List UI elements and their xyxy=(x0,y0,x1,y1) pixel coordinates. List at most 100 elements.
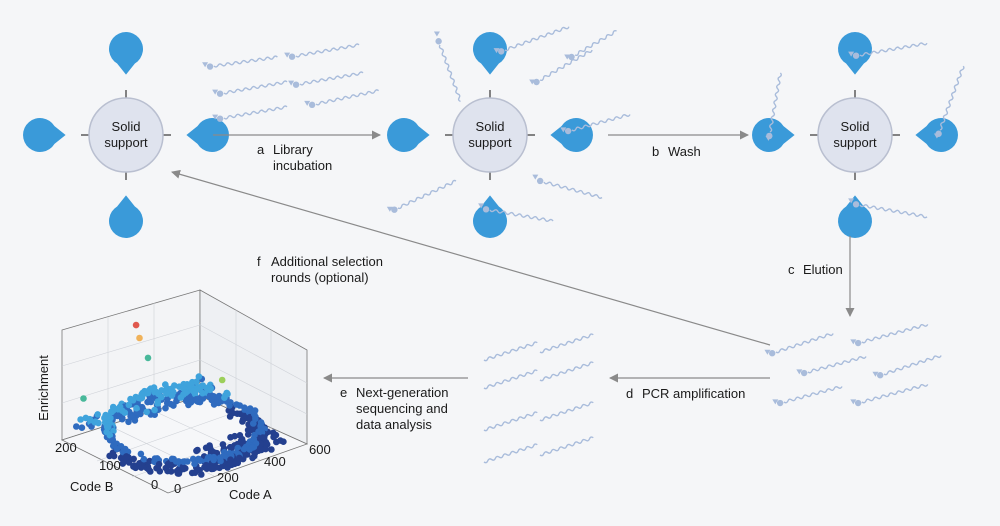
scatter-point xyxy=(106,431,114,439)
step-c-line-1: Elution xyxy=(803,262,843,277)
scatter-point xyxy=(268,446,275,453)
dna-tagged-small-molecule xyxy=(478,203,554,222)
receptor-protein xyxy=(473,195,507,238)
receptor-protein xyxy=(186,118,229,152)
scatter-point xyxy=(154,400,161,408)
scatter-point xyxy=(198,471,205,478)
scatter-point xyxy=(234,459,242,467)
dna-tagged-small-molecule xyxy=(539,361,594,382)
scatter-point xyxy=(73,423,80,430)
scatter-point xyxy=(227,456,234,464)
scatter-point xyxy=(140,455,148,463)
dna-tagged-small-molecule xyxy=(212,105,288,122)
dna-tagged-small-molecule xyxy=(288,71,364,88)
dna-tagged-small-molecule xyxy=(493,26,570,55)
scatter-point xyxy=(215,392,223,400)
scatter-point xyxy=(199,395,207,402)
scatter-point-hit xyxy=(218,376,226,384)
scatter-point xyxy=(223,389,231,397)
scatter-point xyxy=(129,397,137,404)
y-axis-label: Code B xyxy=(70,479,113,494)
y-tick-100: 100 xyxy=(99,458,121,473)
x-axis-label: Code A xyxy=(229,487,272,502)
scatter-point xyxy=(121,409,129,417)
scatter-point xyxy=(243,450,250,458)
step-e-line-2: sequencing and xyxy=(356,401,448,416)
scatter-point xyxy=(130,455,137,463)
step-d-label: d PCR amplification xyxy=(626,386,745,401)
scatter-point xyxy=(163,390,170,398)
dna-tagged-small-molecule xyxy=(483,411,538,432)
step-d-line-1: PCR amplification xyxy=(642,386,745,401)
scatter-point xyxy=(246,407,253,415)
scatter-point xyxy=(125,401,133,409)
scatter-point xyxy=(182,389,189,397)
scatter-point xyxy=(167,462,175,469)
scatter-point xyxy=(144,389,152,397)
scatter-point xyxy=(260,434,268,442)
scatter-point xyxy=(226,461,233,469)
scatter-point xyxy=(151,406,158,414)
step-b-label: b Wash xyxy=(652,144,701,159)
scatter-point xyxy=(272,431,280,439)
dna-tagged-small-molecule xyxy=(772,386,843,407)
step-e-line-3: data analysis xyxy=(356,417,432,432)
x-tick-0: 0 xyxy=(174,481,181,496)
scatter-point xyxy=(143,408,150,416)
support-label-line-1: Solid xyxy=(112,119,141,134)
scatter-point xyxy=(153,464,160,472)
scatter-point xyxy=(262,445,269,453)
scatter-point xyxy=(250,420,257,427)
step-e-label: e Next-generation sequencing and data an… xyxy=(340,385,449,432)
dna-tagged-small-molecule xyxy=(483,443,538,464)
x-tick-200: 200 xyxy=(217,470,239,485)
scatter-point xyxy=(131,417,139,424)
scatter-point xyxy=(195,373,203,380)
solid-support-bead xyxy=(452,97,528,173)
scatter-point xyxy=(185,401,192,409)
y-tick-0: 0 xyxy=(151,477,158,492)
scatter-point xyxy=(177,394,185,401)
dna-tagged-small-molecule xyxy=(483,341,538,362)
receptor-protein xyxy=(387,118,430,152)
dna-tagged-small-molecule xyxy=(850,323,929,347)
step-b-line-1: Wash xyxy=(668,144,701,159)
dna-tagged-small-molecule xyxy=(304,89,380,109)
arrow-f-additional-rounds xyxy=(171,169,771,346)
step-e-line-1: Next-generation xyxy=(356,385,449,400)
scatter-point xyxy=(258,429,266,436)
dna-tagged-small-molecule xyxy=(433,31,461,103)
scatter-point xyxy=(226,402,233,409)
support-label-line-1: Solid xyxy=(476,119,505,134)
step-f-letter: f xyxy=(257,254,261,269)
dna-tagged-small-molecule xyxy=(202,55,278,70)
scatter-point xyxy=(110,452,118,460)
scatter-point xyxy=(257,445,264,453)
dna-tagged-small-molecule xyxy=(529,49,593,86)
scatter-point-hit xyxy=(80,395,87,402)
step-a-label: a Library incubation xyxy=(257,142,332,173)
scatter-point xyxy=(167,468,175,475)
step-e-letter: e xyxy=(340,385,347,400)
step-f-line-2: rounds (optional) xyxy=(271,270,369,285)
support-label-line-1: Solid xyxy=(841,119,870,134)
step-f-line-1: Additional selection xyxy=(271,254,383,269)
support-label-line-2: support xyxy=(833,135,877,150)
receptor-protein xyxy=(23,118,66,152)
scatter-point xyxy=(208,465,215,473)
dna-tagged-small-molecule xyxy=(872,355,942,379)
step-b-letter: b xyxy=(652,144,659,159)
scatter-point xyxy=(226,413,234,420)
scatter-point xyxy=(249,454,256,462)
scatter-point-hit xyxy=(136,334,143,342)
scatter-point xyxy=(194,446,201,454)
receptor-protein xyxy=(473,32,507,75)
scatter-point xyxy=(131,462,138,469)
scatter-point xyxy=(137,395,145,402)
step-a-line-2: incubation xyxy=(273,158,332,173)
dna-tagged-small-molecule xyxy=(539,401,594,422)
scatter-point xyxy=(206,386,214,394)
scatter-point xyxy=(197,457,204,465)
